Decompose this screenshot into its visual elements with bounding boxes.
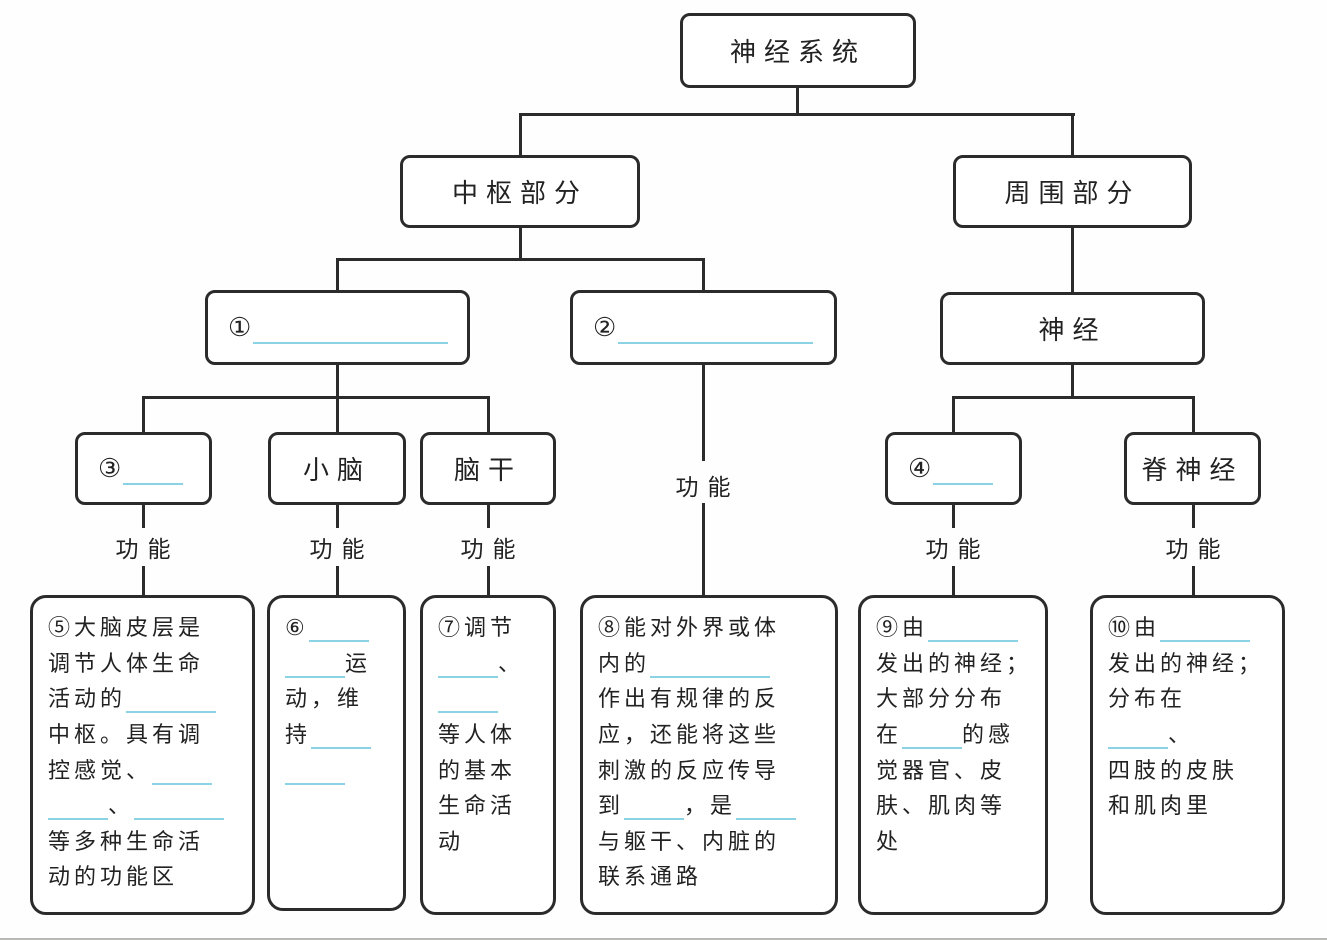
function-label-node2: 功能: [675, 475, 740, 500]
node-central-part: 中枢部分: [400, 155, 640, 228]
connector-line: [336, 505, 339, 528]
connector-line: [952, 396, 955, 433]
description-9-cranial-nerves: ⑨由______ 发出的神经； 大部分分布 在____的感 觉器官、皮 肤、肌肉…: [858, 595, 1048, 915]
fill-in-blank: ____: [152, 757, 213, 785]
connector-line: [519, 113, 522, 156]
node-label: 周围部分: [1004, 179, 1141, 208]
fill-in-blank: ______: [928, 615, 1019, 642]
connector-line: [336, 258, 705, 261]
node-blank-1: ①_____________: [205, 290, 470, 365]
connector-line: [487, 566, 490, 595]
connector-line: [142, 505, 145, 528]
node-blank-2: ②_____________: [570, 290, 837, 365]
node-label: ①_____________: [228, 312, 449, 344]
fill-in-blank: ____: [1108, 721, 1168, 749]
fill-in-blank: ____: [933, 453, 994, 485]
connector-line: [1192, 505, 1195, 528]
fill-in-blank: ____: [736, 793, 797, 821]
connector-line: [142, 396, 490, 399]
fill-in-blank: ____: [285, 650, 345, 678]
connector-line: [702, 258, 705, 291]
node-label: ③____: [98, 453, 184, 485]
description-7-brainstem: ⑦调节 ____、 ____ 等人体 的基本 生命活 动: [420, 595, 556, 915]
connector-line: [1071, 228, 1074, 293]
connector-line: [1071, 113, 1074, 156]
fill-in-blank: ____: [48, 793, 108, 821]
fill-in-blank: ______: [134, 793, 225, 821]
connector-line: [519, 113, 1075, 116]
fill-in-blank: _____________: [253, 312, 449, 344]
node-nervous-system: 神经系统: [680, 13, 916, 88]
connector-line: [952, 566, 955, 595]
connector-line: [336, 396, 339, 433]
connector-line: [487, 505, 490, 528]
fill-in-blank: ______: [1160, 615, 1251, 642]
description-5-cerebral-cortex: ⑤大脑皮层是 调节人体生命 活动的______ 中枢。具有调 控感觉、____ …: [30, 595, 255, 915]
node-brainstem: 脑干: [420, 432, 556, 505]
fill-in-blank: ____: [438, 686, 498, 714]
node-label: ④____: [908, 453, 994, 485]
fill-in-blank: ____: [285, 757, 345, 785]
fill-in-blank: _____________: [618, 312, 814, 344]
fill-in-blank: ____: [902, 721, 963, 749]
fill-in-blank: ____: [123, 453, 184, 485]
connector-line: [702, 503, 705, 595]
function-label-node3: 功能: [115, 537, 180, 562]
connector-line: [1071, 365, 1074, 399]
node-label: 小脑: [302, 456, 371, 485]
description-6-cerebellum: ⑥____ ____运 动，维 持____ ____: [267, 595, 406, 911]
fill-in-blank: ____: [624, 793, 685, 821]
connector-line: [1192, 566, 1195, 595]
function-label-spinal: 功能: [1165, 537, 1230, 562]
connector-line: [1192, 396, 1195, 433]
connector-line: [336, 365, 339, 399]
connector-line: [702, 365, 705, 461]
fill-in-blank: ______: [126, 686, 217, 714]
fill-in-blank: ____: [311, 721, 372, 749]
connector-line: [519, 228, 522, 261]
node-label: 神经: [1038, 316, 1107, 345]
connector-line: [142, 396, 145, 433]
node-label: 脑干: [453, 456, 522, 485]
connector-line: [336, 258, 339, 291]
function-label-node4: 功能: [925, 537, 990, 562]
node-cerebellum: 小脑: [268, 432, 406, 505]
node-nerve: 神经: [940, 292, 1205, 365]
node-label: 中枢部分: [451, 179, 588, 208]
connector-line: [142, 566, 145, 595]
connector-line: [952, 505, 955, 528]
connector-line: [796, 88, 799, 116]
description-8-spinal-cord: ⑧能对外界或体 内的________ 作出有规律的反 应，还能将这些 刺激的反应…: [580, 595, 838, 915]
description-10-spinal-nerves: ⑩由______ 发出的神经； 分布在____、 四肢的皮肤 和肌肉里: [1090, 595, 1285, 915]
fill-in-blank: ____: [438, 650, 498, 678]
node-blank-3: ③____: [75, 432, 212, 505]
node-spinal-nerve: 脊神经: [1124, 432, 1261, 505]
node-label: ②_____________: [593, 312, 814, 344]
fill-in-blank: ____: [308, 615, 369, 642]
node-blank-4: ④____: [885, 432, 1022, 505]
node-label: 神经系统: [729, 38, 866, 67]
fill-in-blank: ________: [650, 650, 771, 678]
node-label: 脊神经: [1141, 456, 1244, 485]
connector-line: [952, 396, 1195, 399]
node-peripheral-part: 周围部分: [953, 155, 1192, 228]
connector-line: [336, 566, 339, 595]
function-label-brainstem: 功能: [460, 537, 525, 562]
function-label-cerebellum: 功能: [309, 537, 374, 562]
connector-line: [487, 396, 490, 433]
